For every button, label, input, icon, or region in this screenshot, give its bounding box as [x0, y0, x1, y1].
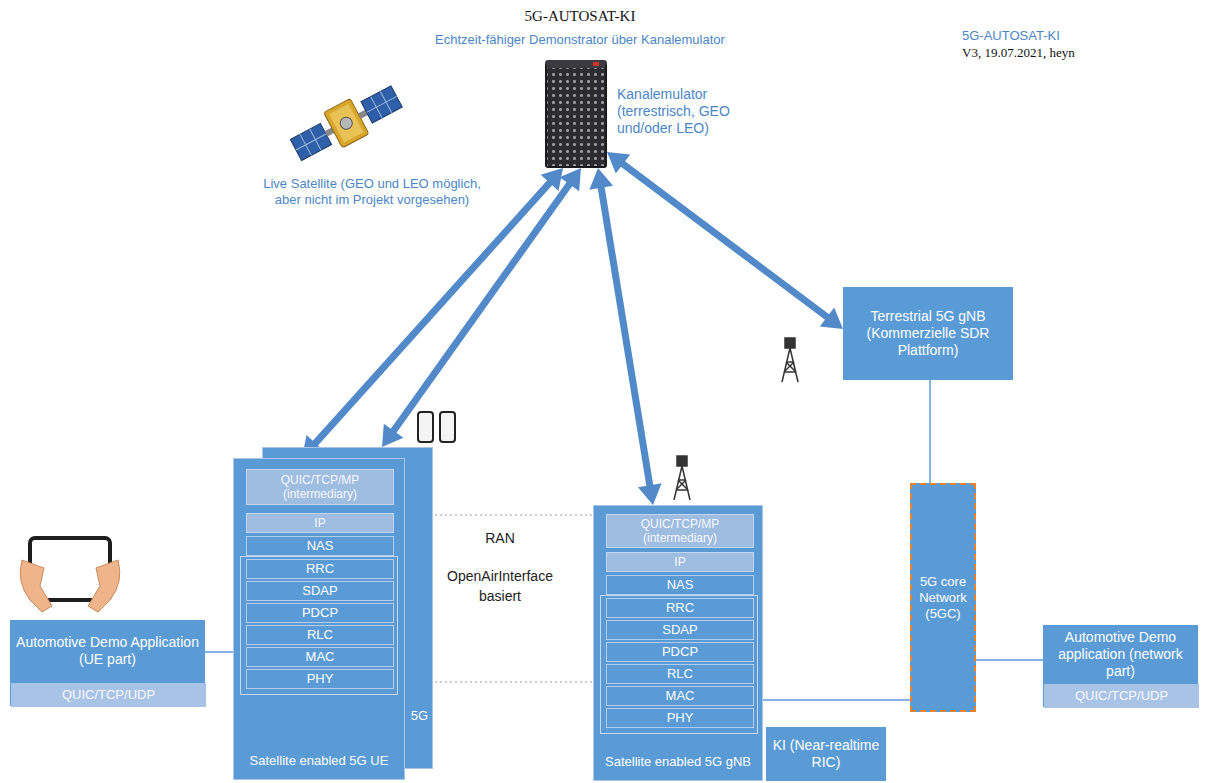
protocol-layer: IP	[606, 552, 754, 572]
node-label: QUIC/TCP/UDP	[58, 687, 159, 703]
node-label: PDCP	[658, 644, 702, 660]
ric-box: KI (Near-realtime RIC)	[766, 727, 886, 781]
application-box: Automotive Demo application (network par…	[1043, 625, 1198, 707]
project-tag: 5G-AUTOSAT-KI	[962, 28, 1182, 44]
satellite-icon	[287, 79, 406, 168]
node-label: PHY	[663, 710, 698, 726]
protocol-layer: IP	[246, 513, 394, 533]
radio-link-arrow	[382, 168, 581, 447]
node-label: PHY	[303, 671, 338, 687]
protocol-band: QUIC/TCP/UDP	[1044, 684, 1199, 708]
arrow-head	[382, 424, 403, 447]
node-label: NAS	[303, 538, 338, 554]
radio-link-arrow	[302, 168, 563, 458]
protocol-band: QUIC/TCP/UDP	[11, 683, 206, 707]
node-label: QUIC/TCP/MP (intermediary)	[247, 473, 393, 501]
node-label: KI (Near-realtime RIC)	[767, 737, 885, 771]
connector-line	[205, 652, 233, 653]
protocol-layer: NAS	[606, 575, 754, 595]
oai-label: OpenAirInterface basiert	[440, 566, 560, 606]
node-label: SDAP	[298, 583, 341, 599]
arrow-head	[541, 168, 563, 191]
connector-stroke	[205, 651, 233, 653]
arrow-head	[607, 152, 630, 174]
protocol-layer: RRC	[246, 559, 394, 579]
node-label: 5G	[411, 708, 428, 724]
arrow-head	[820, 307, 843, 329]
protocol-layer: PDCP	[606, 642, 754, 662]
protocol-layer: PDCP	[246, 603, 394, 623]
node-label: Satellite enabled 5G gNB	[594, 754, 762, 770]
node-label: MAC	[302, 649, 339, 665]
connector-line	[930, 380, 931, 483]
protocol-layer: RRC	[606, 598, 754, 618]
node-label: RLC	[303, 627, 337, 643]
protocol-layer: SDAP	[606, 620, 754, 640]
application-box: Automotive Demo Application (UE part) QUI…	[10, 620, 205, 706]
protocol-layer: MAC	[606, 686, 754, 706]
node-label: 5G core Network (5GC)	[912, 574, 974, 622]
ran-interface-line	[405, 682, 593, 683]
node-label: RRC	[302, 561, 338, 577]
connector-stroke	[405, 514, 593, 515]
subtitle: Echtzeit-fähiger Demonstrator über Kanal…	[380, 32, 780, 48]
gnb-box: Terrestrial 5G gNB (Kommerzielle SDR Pla…	[843, 287, 1013, 380]
protocol-layer: MAC	[246, 647, 394, 667]
phone-icons	[418, 412, 455, 442]
ran-label: RAN	[460, 530, 540, 546]
node-label: RRC	[662, 600, 698, 616]
connector-stroke	[601, 185, 651, 488]
node-label: PDCP	[298, 605, 342, 621]
protocol-layer: RLC	[246, 625, 394, 645]
gnb-box: Satellite enabled 5G gNB QUIC/TCP/MP (int…	[593, 505, 763, 781]
node-label: SDAP	[658, 622, 701, 638]
tablet-icon	[20, 538, 120, 612]
node-label: Kanalemulator (terrestrisch, GEO und/ode…	[617, 86, 757, 137]
protocol-layer: SDAP	[246, 581, 394, 601]
protocol-layer: NAS	[246, 536, 394, 556]
node-label: QUIC/TCP/MP (intermediary)	[607, 517, 753, 545]
arrow-head	[560, 168, 581, 191]
node-label: Terrestrial 5G gNB (Kommerzielle SDR Pla…	[844, 308, 1012, 359]
node-label: NAS	[663, 577, 698, 593]
node-label: IP	[670, 555, 689, 569]
protocol-layer: RLC	[606, 664, 754, 684]
connector-stroke	[929, 380, 931, 483]
connector-stroke	[621, 162, 830, 319]
arrow-head	[589, 168, 613, 190]
node-label: RLC	[663, 666, 697, 682]
protocol-group-outline	[601, 596, 758, 734]
protocol-layer: QUIC/TCP/MP (intermediary)	[246, 469, 394, 505]
ue-box: Satellite enabled 5G UE QUIC/TCP/MP (inte…	[233, 458, 405, 780]
connector-line	[976, 660, 1043, 661]
protocol-layer: QUIC/TCP/MP (intermediary)	[606, 514, 754, 548]
node-label: Satellite enabled 5G UE	[234, 753, 404, 769]
radio-link-arrow	[607, 152, 843, 329]
version-note: V3, 19.07.2021, heyn	[962, 45, 1192, 61]
node-label: MAC	[662, 688, 699, 704]
protocol-layer: PHY	[606, 708, 754, 728]
connector-stroke	[392, 182, 571, 433]
connector-stroke	[405, 681, 593, 682]
channel-emulator: Kanalemulator (terrestrisch, GEO und/ode…	[545, 60, 607, 168]
arrow-head	[638, 483, 662, 505]
protocol-group-outline	[241, 557, 398, 695]
core-network-box: 5G core Network (5GC)	[910, 483, 976, 712]
radio-link-arrow	[589, 168, 661, 505]
node-label: Automotive Demo application (network par…	[1044, 629, 1197, 680]
node-label: IP	[310, 516, 329, 530]
satellite-caption: Live Satellite (GEO und LEO möglich, abe…	[262, 176, 482, 208]
connector-stroke	[763, 699, 910, 701]
connector-stroke	[313, 181, 551, 446]
protocol-layer: PHY	[246, 669, 394, 689]
ran-interface-line	[405, 515, 593, 516]
connector-stroke	[976, 659, 1043, 661]
connector-line	[763, 700, 910, 701]
node-label: Automotive Demo Application (UE part)	[11, 634, 204, 668]
node-label: QUIC/TCP/UDP	[1071, 688, 1172, 704]
diagram-title: 5G-AUTOSAT-KI	[480, 8, 680, 25]
antenna-icon	[674, 338, 798, 500]
